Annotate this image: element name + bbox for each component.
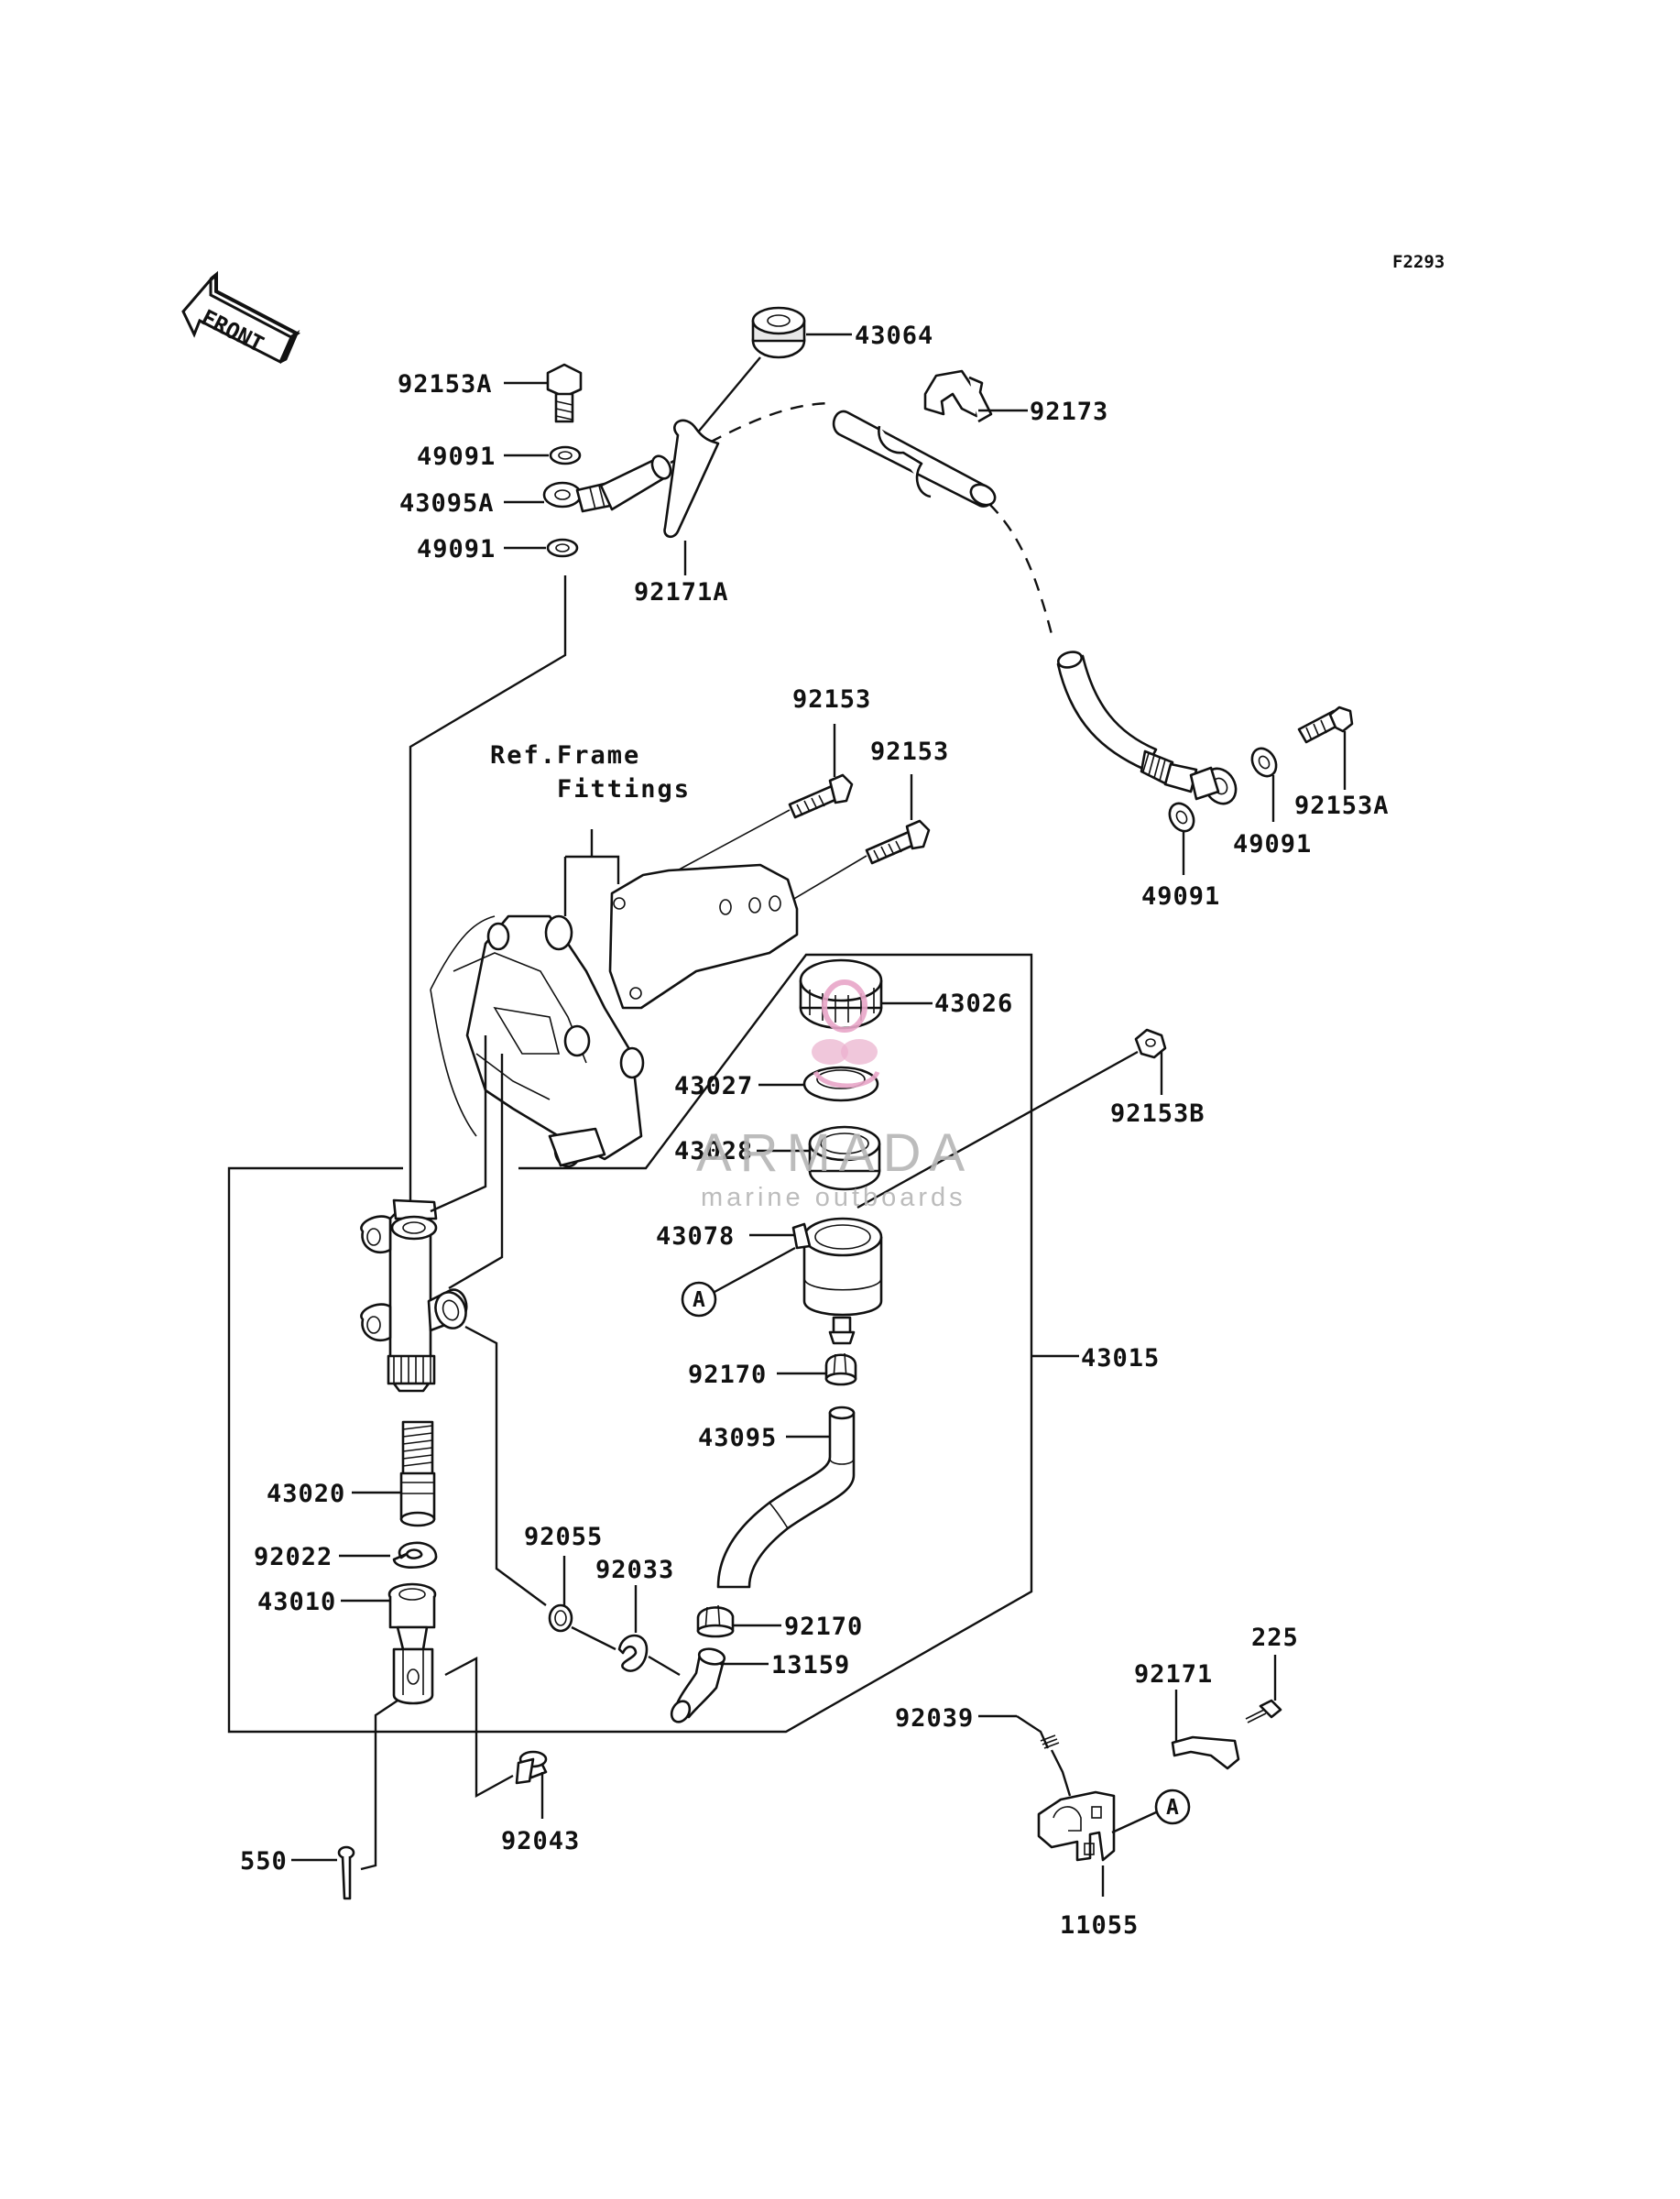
screw-225	[1245, 1699, 1282, 1723]
label-43064: 43064	[855, 322, 933, 350]
master-cylinder-body	[360, 1198, 468, 1393]
label-49091-d: 49091	[1141, 882, 1220, 911]
circlip-92022	[392, 1541, 438, 1570]
washer-49091-a	[549, 445, 582, 465]
label-43028: 43028	[674, 1137, 753, 1165]
cotter-pin-550	[337, 1845, 355, 1900]
ref-mark-a-bracket	[1154, 1789, 1191, 1825]
watermark: ARMADA marine outboards	[696, 979, 973, 1212]
push-rod-43010	[387, 1582, 437, 1705]
label-92170-b: 92170	[784, 1613, 863, 1641]
clip-92170-a	[824, 1352, 857, 1386]
banjo-fitting-right	[1189, 766, 1238, 805]
clamp-92171A	[663, 419, 720, 539]
banjo-bolt-92153A-right	[1297, 706, 1354, 744]
label-92153A-top: 92153A	[398, 370, 493, 399]
label-92022: 92022	[254, 1543, 333, 1571]
label-13159: 13159	[771, 1651, 850, 1679]
bolt-92153B	[1134, 1028, 1167, 1059]
label-92171A: 92171A	[634, 578, 729, 607]
brake-hose	[599, 401, 1198, 793]
reservoir-cap-43026	[799, 958, 883, 1030]
ref-mark-a-bracket-text: A	[1166, 1796, 1179, 1820]
frame-bracket	[430, 863, 799, 1168]
piston-assembly-43020	[399, 1420, 436, 1527]
label-43095: 43095	[698, 1424, 777, 1452]
washer-49091-b	[546, 538, 579, 558]
label-43027: 43027	[674, 1072, 753, 1100]
plate-43028	[808, 1125, 881, 1191]
label-225: 225	[1251, 1624, 1299, 1652]
pin-92043	[515, 1750, 548, 1785]
label-43010: 43010	[257, 1588, 336, 1616]
label-550: 550	[240, 1847, 288, 1876]
label-92173: 92173	[1030, 398, 1108, 426]
clip-92170-b	[696, 1604, 735, 1638]
banjo-fitting-43095A	[542, 481, 612, 513]
elbow-13159	[670, 1647, 726, 1723]
front-arrow-icon: FRONT	[181, 270, 300, 365]
label-92153B: 92153B	[1110, 1100, 1205, 1128]
watermark-tagline: marine outboards	[701, 1183, 966, 1212]
circlip-92033	[617, 1634, 649, 1672]
bolt-92153-a	[788, 773, 854, 819]
label-43026: 43026	[934, 990, 1013, 1018]
label-49091-b: 49091	[417, 535, 496, 563]
label-92039: 92039	[895, 1704, 974, 1733]
label-43095A: 43095A	[399, 489, 495, 518]
label-43078: 43078	[656, 1222, 735, 1251]
label-92153-b: 92153	[870, 738, 949, 766]
banjo-bolt-92153A-top	[546, 363, 583, 423]
label-49091-c: 49091	[1233, 830, 1312, 859]
grommet-43064	[751, 306, 806, 359]
spring-92039	[1016, 1714, 1072, 1797]
label-92153-a: 92153	[792, 685, 871, 714]
clamp-92171	[1171, 1735, 1240, 1770]
label-92055: 92055	[524, 1523, 603, 1551]
label-11055: 11055	[1060, 1911, 1139, 1940]
oring-92055	[548, 1603, 573, 1633]
ref-note-line1: Ref.Frame	[490, 741, 640, 770]
label-92043: 92043	[501, 1827, 580, 1855]
label-43015: 43015	[1081, 1344, 1160, 1373]
label-92170-a: 92170	[688, 1361, 767, 1389]
label-49091-a: 49091	[417, 443, 496, 471]
bolt-92153-b	[865, 819, 931, 865]
ref-mark-a-reservoir	[681, 1281, 717, 1318]
watermark-logo-icon	[812, 979, 880, 1089]
label-92171: 92171	[1134, 1660, 1213, 1689]
figure-code: F2293	[1392, 252, 1445, 272]
ref-note-line2: Fittings	[557, 775, 691, 804]
washer-49091-d	[1168, 802, 1195, 833]
washer-49091-c	[1250, 747, 1278, 778]
label-92153A-right: 92153A	[1294, 792, 1390, 820]
label-43020: 43020	[267, 1480, 345, 1508]
reservoir-hose-43095	[716, 1406, 856, 1589]
label-92033: 92033	[595, 1556, 674, 1584]
watermark-brand: ARMADA	[696, 1123, 973, 1183]
bracket-11055	[1037, 1790, 1116, 1862]
clamp-92173	[923, 369, 993, 423]
ref-mark-a-reservoir-text: A	[693, 1288, 705, 1312]
reservoir-43078	[791, 1217, 883, 1345]
